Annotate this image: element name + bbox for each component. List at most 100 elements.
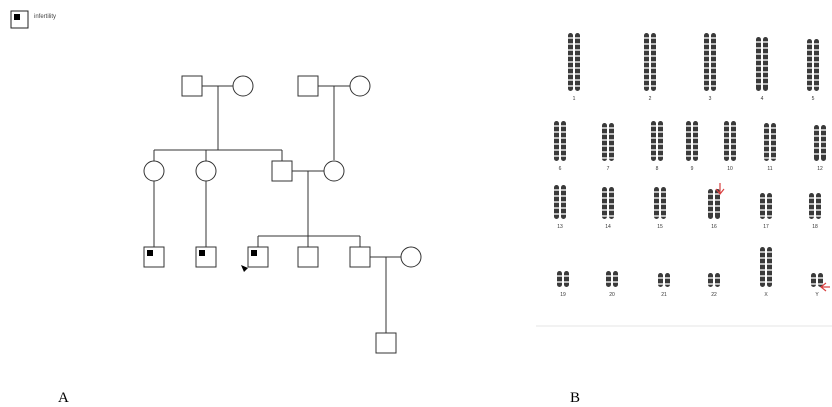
chromosome-band [760,215,765,217]
chromosome-band [767,197,772,199]
chromosome-band [816,209,821,211]
chromosome-band [575,79,580,81]
chromosome-band [760,263,765,265]
chromosome-label-22: 22 [711,292,717,298]
chromosome-label-21: 21 [661,292,667,298]
chromosome-band [651,125,656,127]
pedigree-chart [143,75,422,354]
chromosome-band [764,157,769,159]
chromosome-band [561,207,566,209]
chromosome-band [763,47,768,49]
chromosome-band [816,203,821,205]
chromosome-21: 21 [658,273,670,298]
chromosome-band [771,145,776,147]
chromosome-band [807,55,812,57]
chromosome-label-14: 14 [605,224,611,230]
chromosome-band [661,197,666,199]
chromosome-band [554,207,559,209]
chromosome-band [568,61,573,63]
chromosome-band [651,79,656,81]
chromatid [763,37,768,91]
chromosome-band [602,139,607,141]
chromosome-band [686,125,691,127]
chromosome-band [602,191,607,193]
chromosome-band [756,83,761,85]
chromosome-Y: Y [811,273,823,298]
chromosome-band [575,85,580,87]
chromosome-band [575,67,580,69]
chromosome-band [711,73,716,75]
chromosome-band [814,135,819,137]
chromosome-band [760,197,765,199]
chromosome-band [724,137,729,139]
chromosome-15: 15 [654,187,666,230]
chromosome-band [561,189,566,191]
gen1-male-right [297,75,319,97]
chromosome-band [708,199,713,201]
gen3-female-spouse [400,246,422,268]
chromosome-band [554,131,559,133]
chromosome-17: 17 [760,193,772,230]
chromosome-band [767,281,772,283]
chromosome-band [554,189,559,191]
chromosome-band [760,269,765,271]
chromosome-band [821,153,826,155]
chromatid [756,37,761,91]
chromosome-band [724,125,729,127]
chromosome-band [821,147,826,149]
chromosome-band [760,281,765,283]
chromosome-band [661,209,666,211]
legend-affected-mark [14,14,20,20]
chromosome-band [561,143,566,145]
gen1-female-left [232,75,254,97]
chromosome-band [613,275,618,277]
arrow-left-icon [820,282,830,292]
chromosome-band [711,79,716,81]
chromosome-band [609,197,614,199]
chromosome-label-2: 2 [649,96,652,102]
chromosome-band [731,125,736,127]
chromosome-band [763,41,768,43]
chromosome-band [686,137,691,139]
chromosome-band [644,85,649,87]
chromosome-band [771,127,776,129]
chromosome-band [602,203,607,205]
chromosome-band [731,155,736,157]
chromosome-band [644,67,649,69]
chromosome-band [816,215,821,217]
chromosome-band [568,43,573,45]
chromosome-band [767,251,772,253]
chromosome-band [644,55,649,57]
chromosome-band [711,61,716,63]
arrow-down-icon [715,183,725,195]
chromosome-band [731,149,736,151]
chromosome-6: 6 [554,121,566,172]
chromosome-band [693,149,698,151]
chromosome-label-17: 17 [763,224,769,230]
chromosome-band [814,79,819,81]
chromosome-label-8: 8 [656,166,659,172]
chromosome-band [760,257,765,259]
chromosome-band [708,211,713,213]
chromosome-band [708,193,713,195]
chromosome-band [568,49,573,51]
chromatid [613,271,618,287]
chromosome-band [651,49,656,51]
chromosome-label-X: X [764,292,768,298]
gen1-female-right [349,75,371,97]
chromosome-band [814,55,819,57]
chromosome-band [809,203,814,205]
chromosome-band [651,137,656,139]
chromosome-band [764,127,769,129]
chromosome-band [575,55,580,57]
chromosome-label-4: 4 [761,96,764,102]
chromosome-band [767,209,772,211]
affected-mark-1 [147,250,153,256]
chromosome-band [658,283,663,285]
chromosome-8: 8 [651,121,663,172]
chromosome-band [731,143,736,145]
chromosome-band [602,151,607,153]
chromosome-12: 12 [814,125,826,172]
chromosome-label-7: 7 [607,166,610,172]
